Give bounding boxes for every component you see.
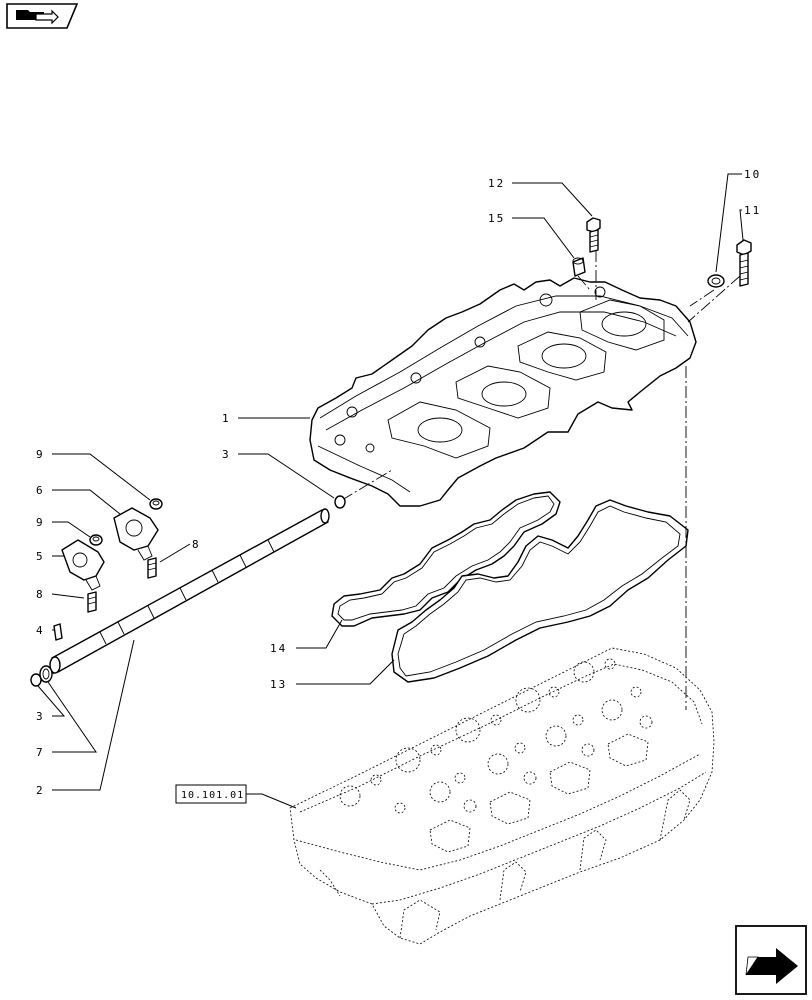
callout-8-lower: 8 <box>36 588 45 601</box>
callout-13: 13 <box>270 678 287 691</box>
leader-lines <box>37 173 744 809</box>
gasket-14 <box>331 491 561 627</box>
callout-5: 5 <box>36 550 45 563</box>
callout-3-lower: 3 <box>36 710 45 723</box>
folder-back-icon[interactable] <box>6 3 79 29</box>
callout-14: 14 <box>270 642 287 655</box>
plug-3-upper <box>334 495 346 509</box>
callout-10: 10 <box>744 168 761 181</box>
callout-8-upper: 8 <box>192 538 201 551</box>
callout-7: 7 <box>36 746 45 759</box>
gasket-13 <box>391 499 689 683</box>
callout-9-lower: 9 <box>36 516 45 529</box>
reference-link[interactable]: 10.101.01 <box>175 784 247 804</box>
plug-3-lower <box>30 673 42 687</box>
sleeve-15 <box>572 257 586 277</box>
next-page-arrow-icon[interactable] <box>735 925 807 995</box>
callout-6: 6 <box>36 484 45 497</box>
callout-3-upper: 3 <box>222 448 231 461</box>
callout-2: 2 <box>36 784 45 797</box>
seal-10 <box>707 274 725 288</box>
ring-7 <box>39 665 53 683</box>
rocker-arm-6 <box>113 507 159 561</box>
alignment-lines <box>39 250 741 710</box>
callout-9-upper: 9 <box>36 448 45 461</box>
screw-8-upper <box>147 557 157 579</box>
rocker-shaft-2 <box>49 508 330 674</box>
callout-4: 4 <box>36 624 45 637</box>
screw-8-lower <box>87 591 97 613</box>
rocker-arm-5 <box>61 539 105 591</box>
callout-11: 11 <box>744 204 761 217</box>
bolt-12 <box>586 217 601 253</box>
clip-4 <box>53 623 63 641</box>
bolt-11 <box>736 239 752 287</box>
callout-labels: 12 15 10 11 1 3 9 6 9 5 8 8 4 14 13 3 7 … <box>36 168 761 797</box>
callout-12: 12 <box>488 177 505 190</box>
reference-label: 10.101.01 <box>181 790 244 801</box>
cylinder-head <box>289 647 715 945</box>
callout-1: 1 <box>222 412 231 425</box>
rocker-housing <box>309 277 697 507</box>
nut-9-upper <box>149 498 163 510</box>
nut-9-lower <box>89 534 103 546</box>
callout-15: 15 <box>488 212 505 225</box>
